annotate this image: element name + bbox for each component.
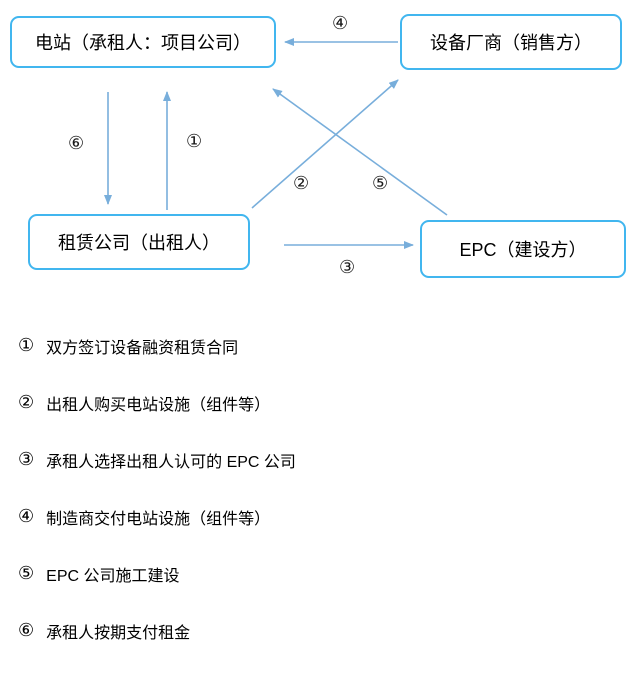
node-epc-label: EPC（建设方）	[459, 240, 587, 260]
node-leasing-company-label: 租赁公司（出租人）	[58, 233, 220, 253]
node-power-station: 电站（承租人：项目公司）	[10, 16, 276, 68]
legend-item-text: 承租人按期支付租金	[46, 624, 191, 642]
arrow-label-6: ⑥	[68, 133, 85, 153]
arrow-label-3: ③	[339, 257, 356, 277]
node-leasing-company: 租赁公司（出租人）	[28, 214, 250, 270]
legend-item-number: ①	[18, 335, 35, 355]
arrow-label-4: ④	[332, 13, 349, 33]
legend-item: ② 出租人购买电站设施（组件等）	[0, 374, 640, 431]
node-epc: EPC（建设方）	[420, 220, 626, 278]
legend-item-text: 双方签订设备融资租赁合同	[46, 339, 239, 357]
arrows-layer	[104, 38, 448, 249]
legend-item-number: ⑥	[18, 620, 35, 640]
arrow-label-5: ⑤	[372, 173, 389, 193]
node-equipment-vendor: 设备厂商（销售方）	[400, 14, 622, 70]
arrow-label-2: ②	[293, 173, 310, 193]
node-equipment-vendor-label: 设备厂商（销售方）	[430, 33, 592, 53]
legend: ① 双方签订设备融资租赁合同 ② 出租人购买电站设施（组件等） ③ 承租人选择出…	[0, 317, 640, 659]
legend-item-number: ③	[18, 449, 35, 469]
legend-item-number: ②	[18, 392, 35, 412]
legend-item-text: 出租人购买电站设施（组件等）	[46, 396, 271, 414]
legend-item: ① 双方签订设备融资租赁合同	[0, 317, 640, 374]
node-power-station-label: 电站（承租人：项目公司）	[35, 33, 251, 53]
arrow-epc-to-power	[272, 88, 448, 216]
legend-item-text: 制造商交付电站设施（组件等）	[46, 510, 271, 528]
legend-item: ⑤ EPC 公司施工建设	[0, 545, 640, 602]
legend-item: ④ 制造商交付电站设施（组件等）	[0, 488, 640, 545]
legend-item: ③ 承租人选择出租人认可的 EPC 公司	[0, 431, 640, 488]
legend-item-number: ⑤	[18, 563, 35, 583]
legend-item-number: ④	[18, 506, 35, 526]
arrow-label-1: ①	[186, 131, 203, 151]
legend-item-text: 承租人选择出租人认可的 EPC 公司	[46, 453, 296, 471]
legend-item: ⑥ 承租人按期支付租金	[0, 602, 640, 659]
arrow-leasing-to-vendor	[251, 79, 399, 209]
legend-item-text: EPC 公司施工建设	[46, 567, 180, 585]
